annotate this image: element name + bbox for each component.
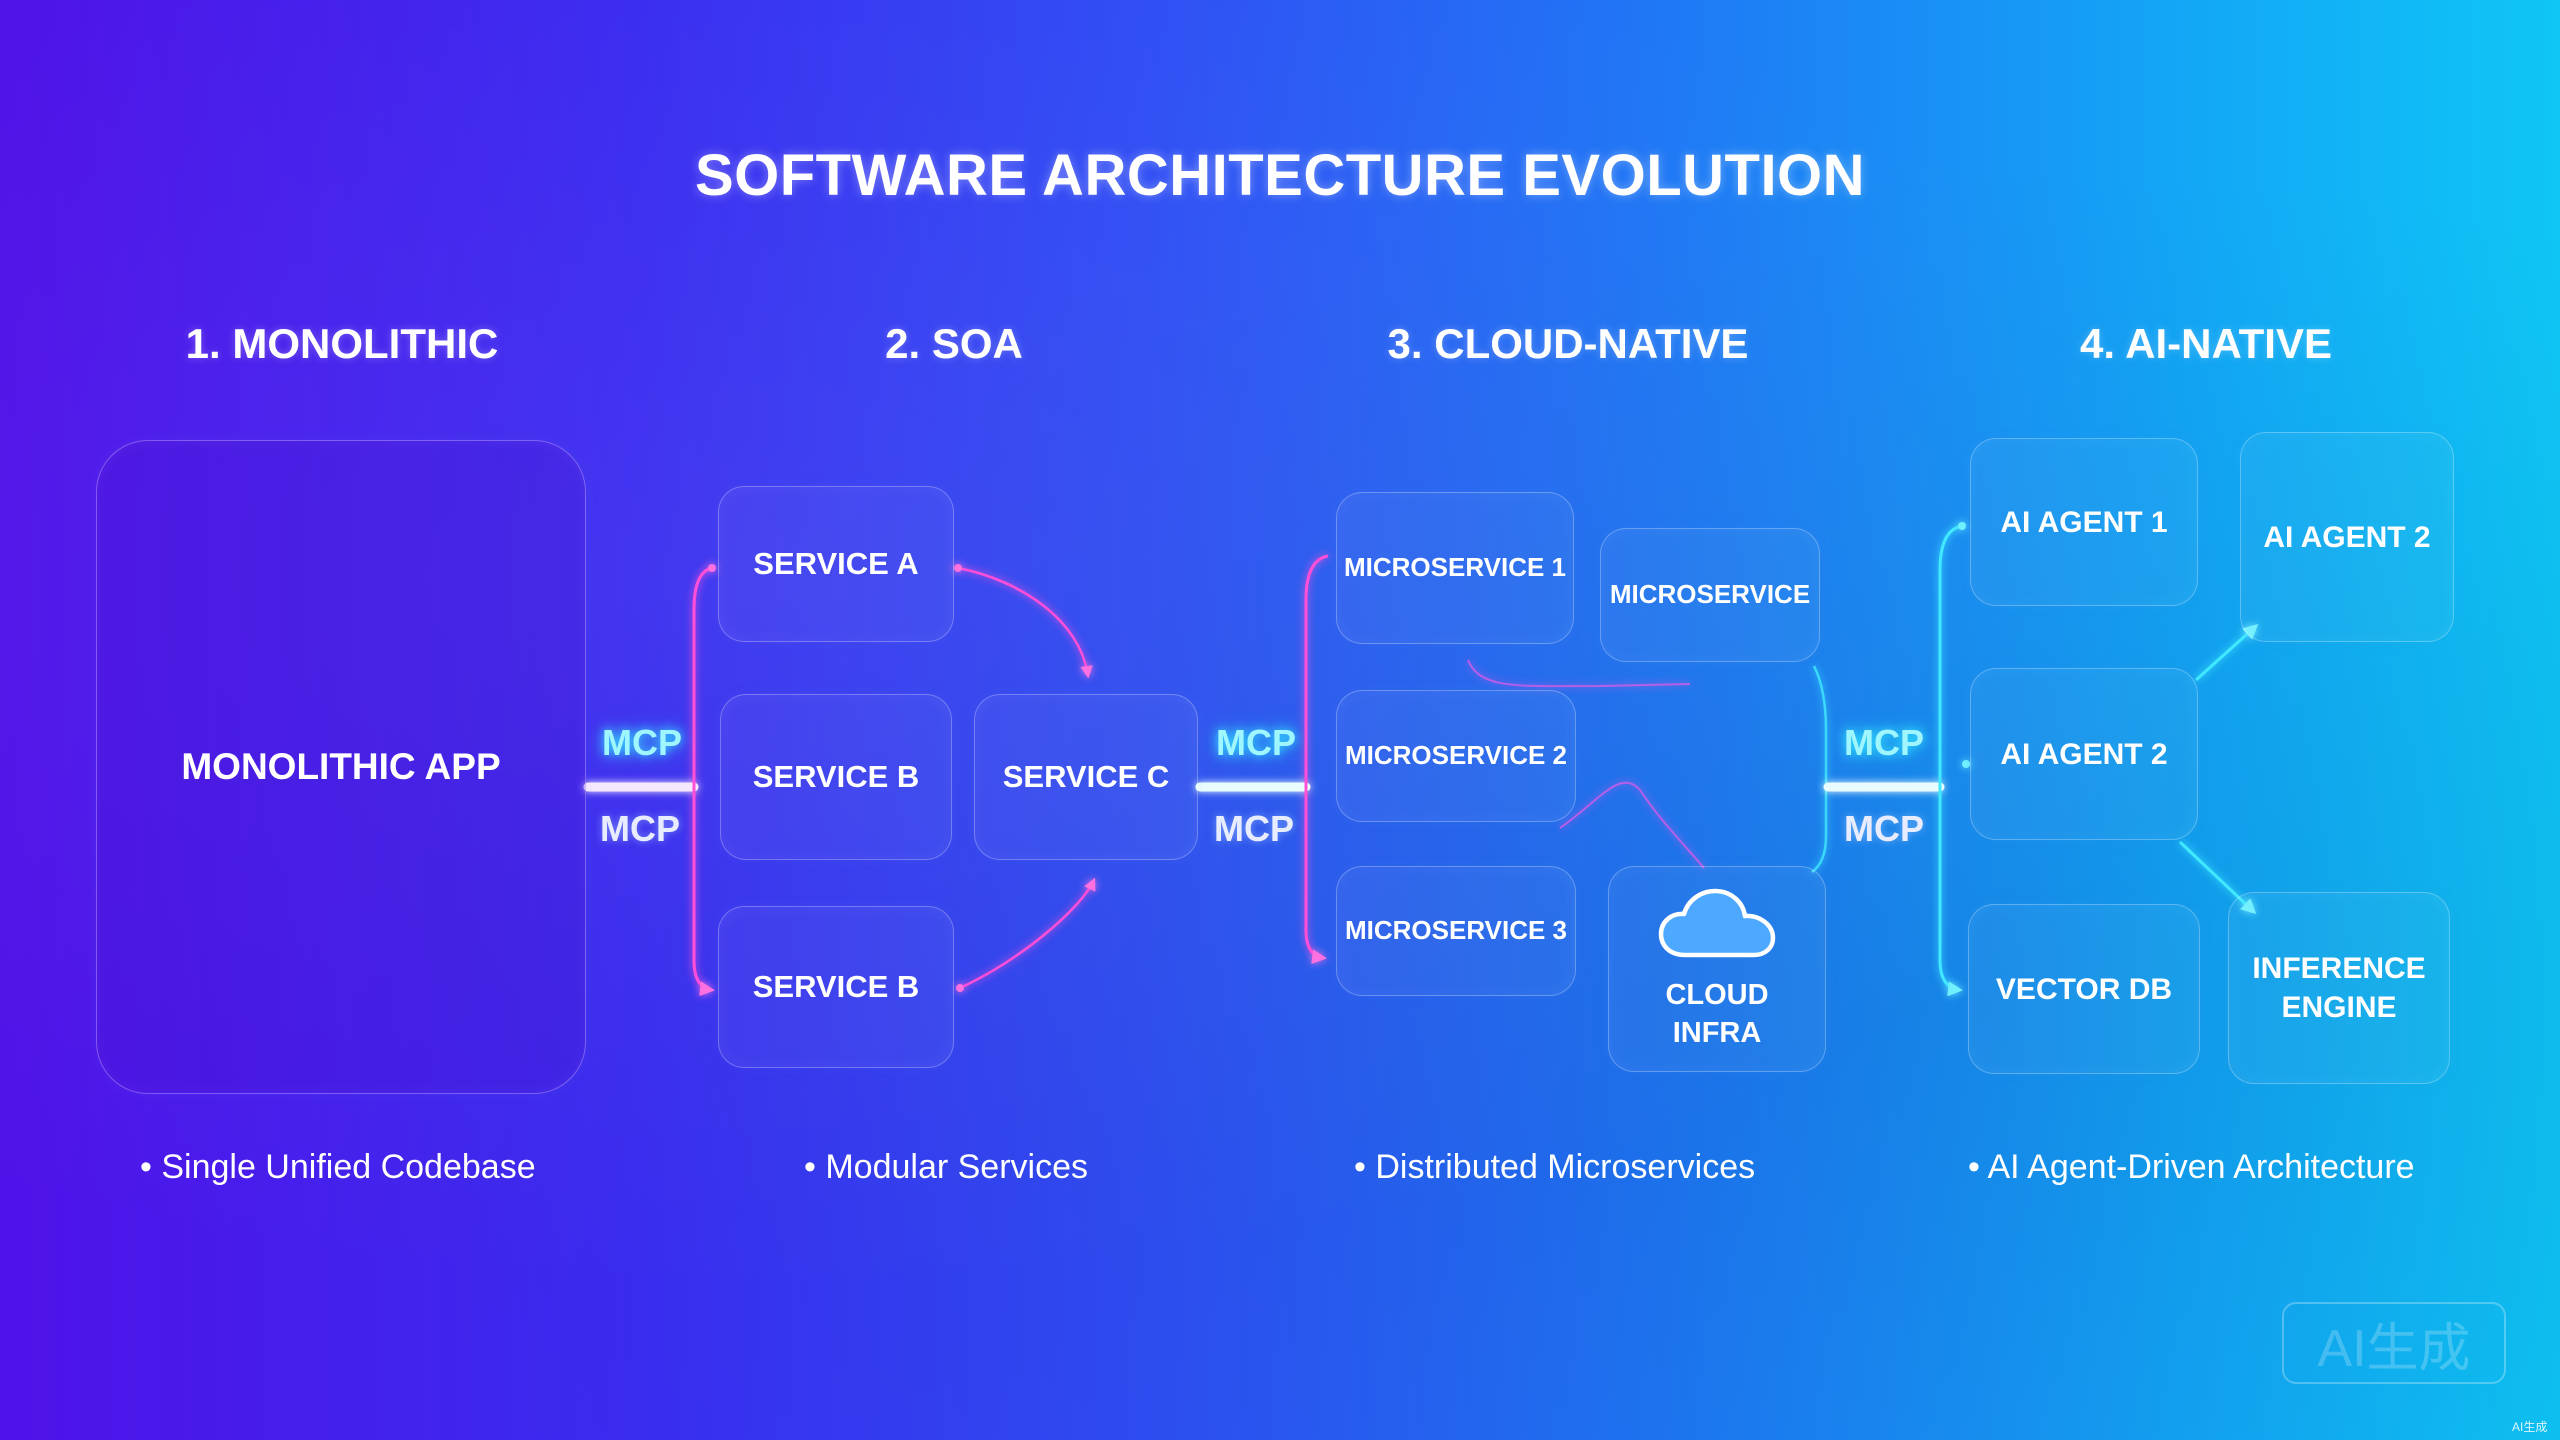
stage-heading-ai-native: 4. AI-NATIVE — [2079, 320, 2333, 367]
ai-agent-2-top-node: AI AGENT 2 — [2240, 432, 2454, 642]
microservice-label: MICROSERVICE — [1609, 579, 1811, 610]
microservice-3-label: MICROSERVICE 3 — [1344, 915, 1567, 946]
service-c-label: SERVICE C — [1002, 758, 1170, 794]
mcp-label-1-top: MCP — [602, 722, 682, 763]
microservice-1-label: MICROSERVICE 1 — [1343, 552, 1566, 583]
mcp-label-2-bottom: MCP — [1214, 808, 1294, 849]
ai-agent-1-node: AI AGENT 1 — [1970, 438, 2198, 606]
service-b-lower-label: SERVICE B — [752, 968, 920, 1004]
stage-heading-monolithic: 1. MONOLITHIC — [185, 320, 499, 367]
ai-agent-1-label: AI AGENT 1 — [2000, 505, 2168, 539]
bullet-soa: • Modular Services — [804, 1148, 1089, 1186]
service-b-dot — [956, 984, 964, 992]
connector-1-wires — [583, 564, 716, 997]
microservice-1-node: MICROSERVICE 1 — [1336, 492, 1574, 644]
microservice-2-label: MICROSERVICE 2 — [1344, 740, 1567, 771]
mcp-label-2-top: MCP — [1216, 722, 1296, 763]
stage-heading-soa: 2. SOA — [885, 320, 1023, 367]
bullet-ai-native: • AI Agent-Driven Architecture — [1968, 1148, 2415, 1186]
service-a-label: SERVICE A — [753, 545, 919, 581]
connector-1-top-dot — [708, 564, 716, 572]
cloud-infra-label-line1: CLOUD — [1665, 979, 1769, 1012]
cloud-infra-node: CLOUD INFRA — [1608, 866, 1826, 1072]
service-c-node: SERVICE C — [974, 694, 1198, 860]
inference-engine-node: INFERENCE ENGINE — [2228, 892, 2450, 1084]
page-title: SOFTWARE ARCHITECTURE EVOLUTION — [694, 143, 1866, 208]
cloud-infra-label-line2: INFRA — [1672, 1017, 1762, 1049]
link-service-a-to-c — [957, 566, 1093, 679]
connector-3-top-dot — [1958, 522, 1966, 530]
connector-1-bracket — [692, 566, 715, 997]
mcp-label-3-bottom: MCP — [1844, 808, 1924, 849]
microservice-2-node: MICROSERVICE 2 — [1336, 690, 1576, 822]
stage-heading-cloud-native: 3. CLOUD-NATIVE — [1387, 320, 1749, 367]
inference-engine-label-line1: INFERENCE — [2252, 952, 2426, 985]
vector-db-node: VECTOR DB — [1968, 904, 2200, 1074]
link-m1-to-m — [1467, 659, 1691, 688]
ai-agent-2-label: AI AGENT 2 — [2000, 737, 2168, 771]
watermark-badge: AI生成 — [2282, 1302, 2506, 1384]
bullet-cloud-native: • Distributed Microservices — [1354, 1148, 1756, 1186]
microservice-3-node: MICROSERVICE 3 — [1336, 866, 1576, 996]
vector-db-label: VECTOR DB — [1995, 972, 2173, 1006]
service-b-label: SERVICE B — [752, 758, 920, 794]
service-a-dot — [954, 564, 962, 572]
link-m2-to-cloud — [1559, 781, 1705, 869]
ai-agent-2-node: AI AGENT 2 — [1970, 668, 2198, 840]
link-service-b-to-c — [959, 877, 1096, 990]
monolithic-app-label: MONOLITHIC APP — [181, 745, 501, 787]
inference-engine-label-line2: ENGINE — [2281, 991, 2397, 1024]
watermark-small-text: AI生成 — [2512, 1420, 2548, 1434]
service-a-node: SERVICE A — [718, 486, 954, 642]
monolithic-app-node: MONOLITHIC APP — [96, 440, 586, 1094]
microservice-node: MICROSERVICE — [1600, 528, 1820, 662]
bullet-monolithic: • Single Unified Codebase — [140, 1148, 536, 1186]
cloud-icon — [1658, 889, 1776, 958]
ai-agent-2-top-label: AI AGENT 2 — [2263, 520, 2431, 554]
service-b-node: SERVICE B — [720, 694, 952, 860]
mcp-label-3-top: MCP — [1844, 722, 1924, 763]
agent2-mid-dot — [1962, 760, 1970, 768]
service-b-lower-node: SERVICE B — [718, 906, 954, 1068]
mcp-label-1-bottom: MCP — [600, 808, 680, 849]
